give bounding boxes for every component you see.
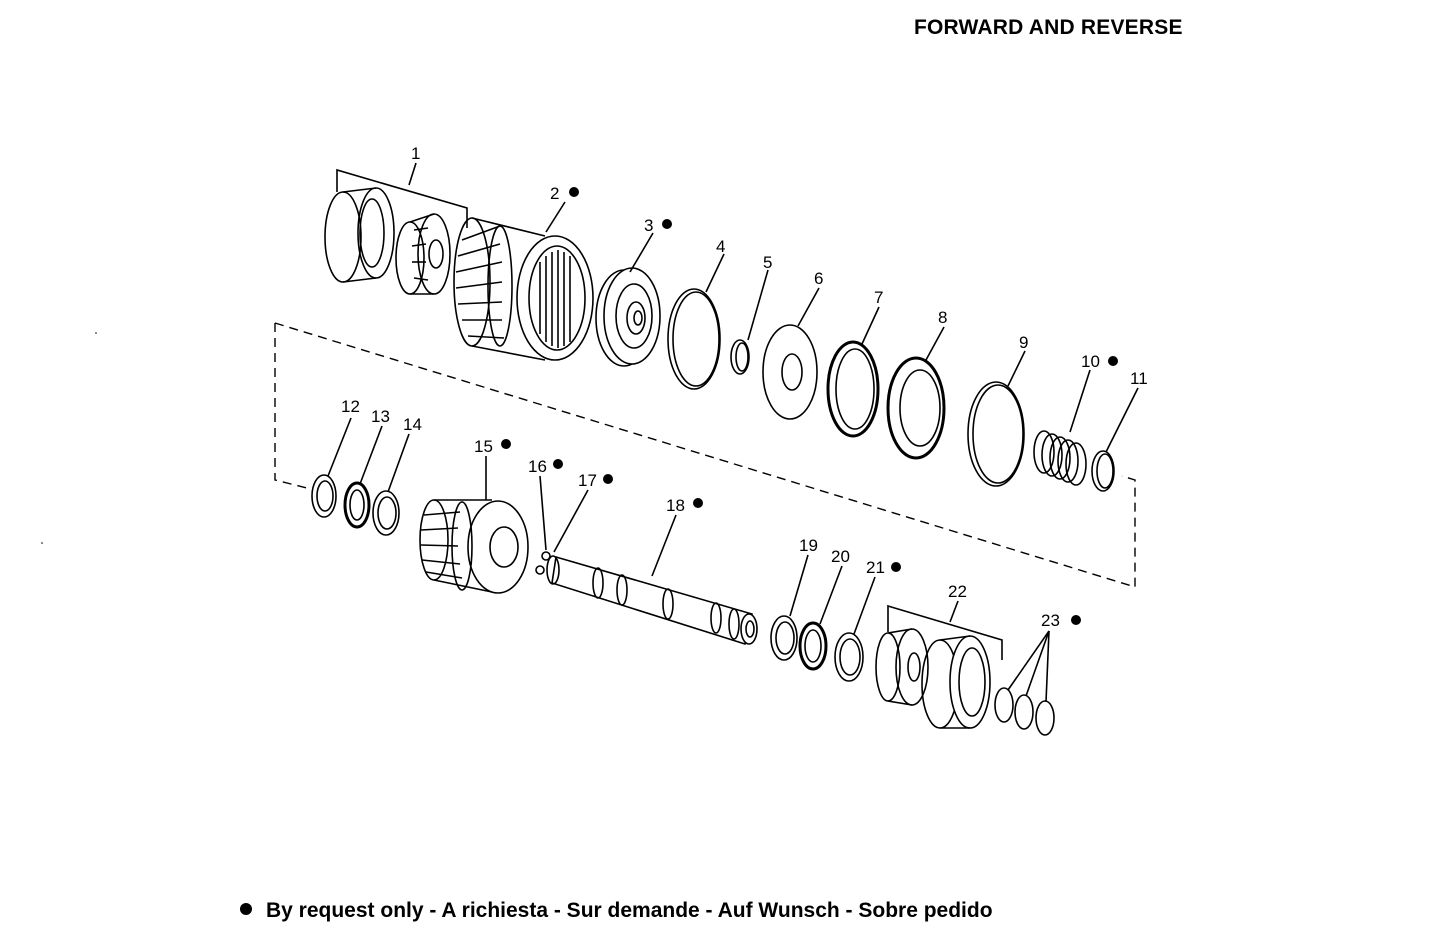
- part-22-bearing: [875, 628, 991, 729]
- callout-9: 9: [1019, 333, 1028, 352]
- bullet-dot-icon: [240, 903, 252, 915]
- callout-17: 17: [578, 471, 597, 490]
- callout-12: 12: [341, 397, 360, 416]
- callout-4: 4: [716, 237, 725, 256]
- callout-22: 22: [948, 582, 967, 601]
- part-16-pin: [541, 551, 551, 561]
- callout-10: 10: [1081, 352, 1100, 371]
- footer-note: By request only - A richiesta - Sur dema…: [240, 899, 993, 923]
- part-17-pin: [535, 565, 545, 575]
- by-request-dot: [891, 562, 901, 572]
- part-7-friction-disc: [826, 340, 880, 438]
- part-3-ball-bearing: [595, 267, 661, 367]
- footer-text: By request only - A richiesta - Sur dema…: [266, 899, 993, 922]
- scan-speck: [41, 542, 43, 544]
- callout-20: 20: [831, 547, 850, 566]
- diagram-title: FORWARD AND REVERSE: [914, 16, 1183, 39]
- part-23-shims: [994, 687, 1055, 736]
- callout-6: 6: [814, 269, 823, 288]
- callout-19: 19: [799, 536, 818, 555]
- part-20-thrust-bearing: [798, 621, 828, 671]
- callout-7: 7: [874, 288, 883, 307]
- callout-11: 11: [1130, 369, 1148, 388]
- by-request-dot: [662, 219, 672, 229]
- part-18-shaft: [546, 555, 758, 646]
- part-21-washer: [834, 632, 864, 682]
- leader-lines: [327, 162, 1139, 703]
- callout-16: 16: [528, 457, 547, 476]
- part-8-toothed-plate: [886, 356, 946, 460]
- by-request-dot: [603, 474, 613, 484]
- by-request-dot: [569, 187, 579, 197]
- part-11-ring: [1091, 450, 1115, 492]
- part-19-washer: [770, 615, 798, 661]
- callout-5: 5: [763, 253, 772, 272]
- part-13-thrust-bearing: [343, 481, 371, 529]
- part-9-snap-ring: [967, 381, 1025, 487]
- by-request-dot: [693, 498, 703, 508]
- callout-1: 1: [411, 144, 420, 163]
- callout-13: 13: [371, 407, 390, 426]
- by-request-dot: [501, 439, 511, 449]
- part-1-bearing: [324, 187, 451, 295]
- callout-18: 18: [666, 496, 685, 515]
- part-5-small-ring: [730, 339, 750, 375]
- part-2-splined-drum: [453, 217, 594, 361]
- callout-2: 2: [550, 184, 559, 203]
- part-6-thrust-washer: [762, 324, 818, 420]
- part-15-gear: [419, 499, 529, 594]
- part-12-washer: [311, 474, 337, 518]
- part-4-snap-ring: [667, 288, 721, 390]
- callout-8: 8: [938, 308, 947, 327]
- part-10-spring: [1033, 430, 1087, 486]
- by-request-dot: [553, 459, 563, 469]
- callout-14: 14: [403, 415, 422, 434]
- callout-23: 23: [1041, 611, 1060, 630]
- by-request-dot: [1071, 615, 1081, 625]
- callout-15: 15: [474, 437, 493, 456]
- by-request-dot: [1108, 356, 1118, 366]
- callout-21: 21: [866, 558, 885, 577]
- scan-speck: [95, 332, 97, 334]
- callout-3: 3: [644, 216, 653, 235]
- part-14-washer: [372, 490, 400, 536]
- callouts: 1 2 3 4 5 6 7 8 9 10 11 12 13 14 15 16 1…: [341, 144, 1148, 630]
- dashed-connector-line: [274, 322, 1136, 588]
